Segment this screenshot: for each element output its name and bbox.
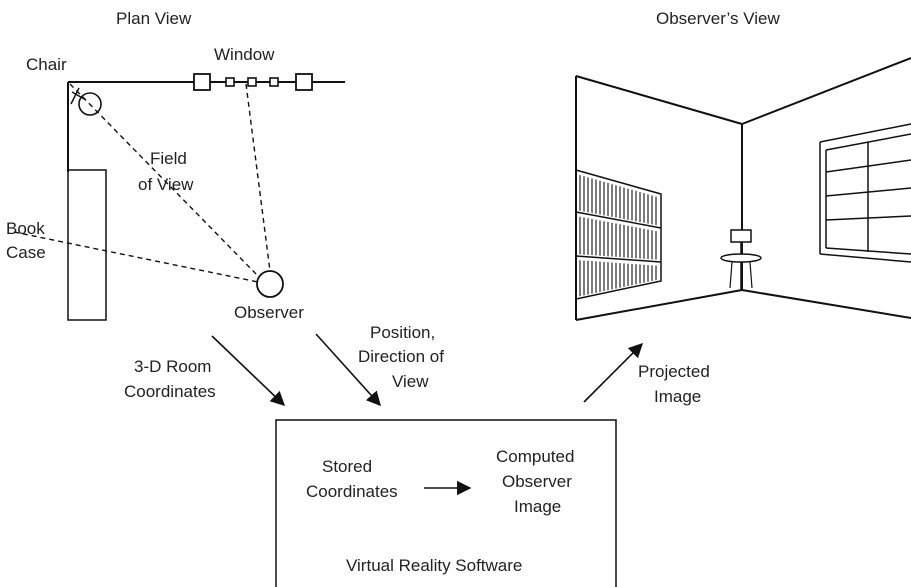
- room-coords-arrow: [211, 335, 286, 406]
- stored-label-2: Coordinates: [306, 482, 398, 501]
- stored-label-1: Stored: [322, 457, 372, 476]
- observers-view-title: Observer’s View: [656, 9, 780, 28]
- software-caption: Virtual Reality Software: [346, 556, 522, 575]
- projected-image-arrow: [583, 342, 644, 403]
- room-right-ceiling: [741, 57, 911, 125]
- software-box-frame: [275, 419, 617, 587]
- room-left-ceiling: [575, 75, 743, 125]
- observer-label: Observer: [234, 303, 304, 322]
- position-label-1: Position,: [370, 323, 435, 342]
- projected-label-1: Projected: [638, 362, 710, 381]
- position-label-2: Direction of: [358, 347, 444, 366]
- plan-view-title: Plan View: [116, 9, 192, 28]
- computed-label-1: Computed: [496, 447, 574, 466]
- chair-plan: [70, 87, 102, 116]
- room-coords-label-1: 3-D Room: [134, 357, 211, 376]
- plan-view: Plan View Window Chair Book Case Field: [6, 9, 345, 322]
- position-arrow: [315, 333, 381, 407]
- computed-label-2: Observer: [502, 472, 572, 491]
- chair-perspective: [720, 229, 762, 290]
- projected-label-2: Image: [654, 387, 701, 406]
- position-label-3: View: [392, 372, 429, 391]
- fov-line-bookcase: [13, 231, 259, 283]
- window-plan: [193, 73, 313, 91]
- software-box: Stored Coordinates Computed Observer Ima…: [275, 419, 617, 587]
- fov-label-1: Field: [150, 149, 187, 168]
- bookcase-label-1: Book: [6, 219, 45, 238]
- bookcase-perspective: [575, 169, 662, 300]
- fov-label-2: of View: [138, 175, 194, 194]
- room-coords-label-2: Coordinates: [124, 382, 216, 401]
- bookcase-plan: [67, 169, 107, 321]
- window-label: Window: [214, 45, 275, 64]
- observer-circle: [256, 270, 284, 298]
- observers-view: Observer’s View: [575, 9, 911, 321]
- room-right-floor: [741, 289, 911, 319]
- computed-label-3: Image: [514, 497, 561, 516]
- window-perspective: [819, 123, 911, 263]
- fov-line-window: [245, 83, 271, 272]
- chair-label: Chair: [26, 55, 67, 74]
- room-left-floor: [575, 289, 743, 321]
- bookcase-label-2: Case: [6, 243, 46, 262]
- flow-arrows: 3-D Room Coordinates Position, Direction…: [124, 323, 710, 407]
